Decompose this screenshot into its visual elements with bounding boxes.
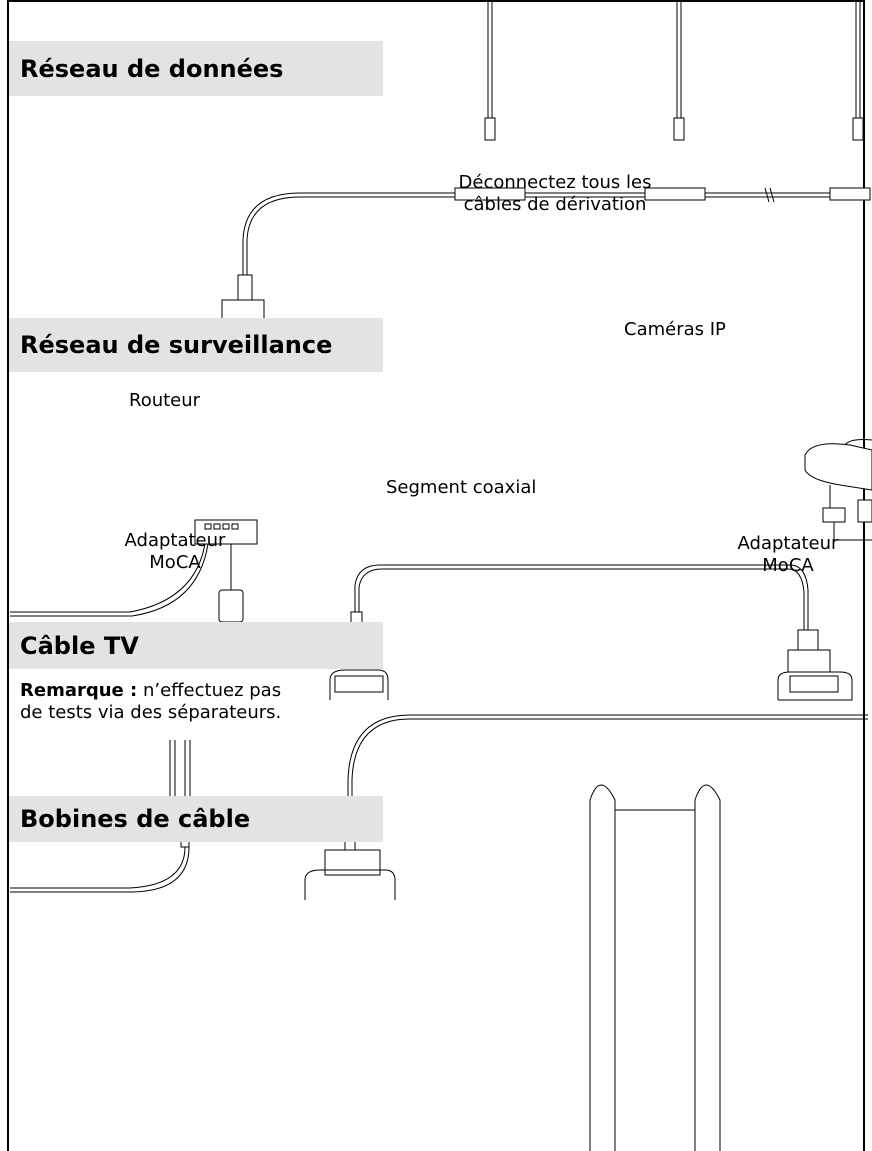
- section-cable-reels: Bobines de câble: [9, 796, 383, 842]
- section-surveillance-network: Réseau de surveillance: [9, 318, 383, 372]
- disconnect-label-line2: câbles de dérivation: [463, 194, 647, 215]
- cable-reel-section: [10, 714, 868, 1151]
- moca-adapter-right-label: Adaptateur MoCA: [718, 533, 858, 577]
- moca-right-line1: Adaptateur: [737, 533, 839, 554]
- splitter-note-line1: Remarque : n’effectuez pas: [20, 680, 281, 702]
- splitter-note: Remarque : n’effectuez pas de tests via …: [20, 680, 281, 724]
- ip-cameras-label: Caméras IP: [624, 319, 726, 340]
- note-text-line2: de tests via des séparateurs.: [20, 702, 282, 723]
- branch-cables: [484, 0, 864, 141]
- page-frame: [7, 0, 865, 1151]
- coax-segment-label: Segment coaxial: [386, 477, 537, 498]
- coax-segment: [350, 564, 809, 650]
- data-tester: [221, 274, 265, 321]
- router-label: Routeur: [129, 390, 201, 411]
- ip-camera: [804, 439, 872, 541]
- section-data-network: Réseau de données: [9, 41, 383, 96]
- moca-left-line1: Adaptateur: [124, 530, 226, 551]
- note-text-line1: n’effectuez pas: [137, 680, 282, 701]
- note-label: Remarque :: [20, 680, 138, 701]
- moca-left-line2: MoCA: [149, 552, 201, 573]
- moca-adapter-left-label: Adaptateur MoCA: [105, 530, 245, 574]
- tv-tester-right: [777, 629, 853, 701]
- router: [10, 519, 258, 623]
- trunk-cable: [242, 187, 871, 275]
- moca-right-line2: MoCA: [762, 555, 814, 576]
- tv-tester-left: [329, 669, 389, 700]
- disconnect-label: Déconnectez tous les câbles de dérivatio…: [430, 172, 680, 216]
- section-tv-cable: Câble TV: [9, 622, 383, 669]
- disconnect-label-line1: Déconnectez tous les: [458, 172, 652, 193]
